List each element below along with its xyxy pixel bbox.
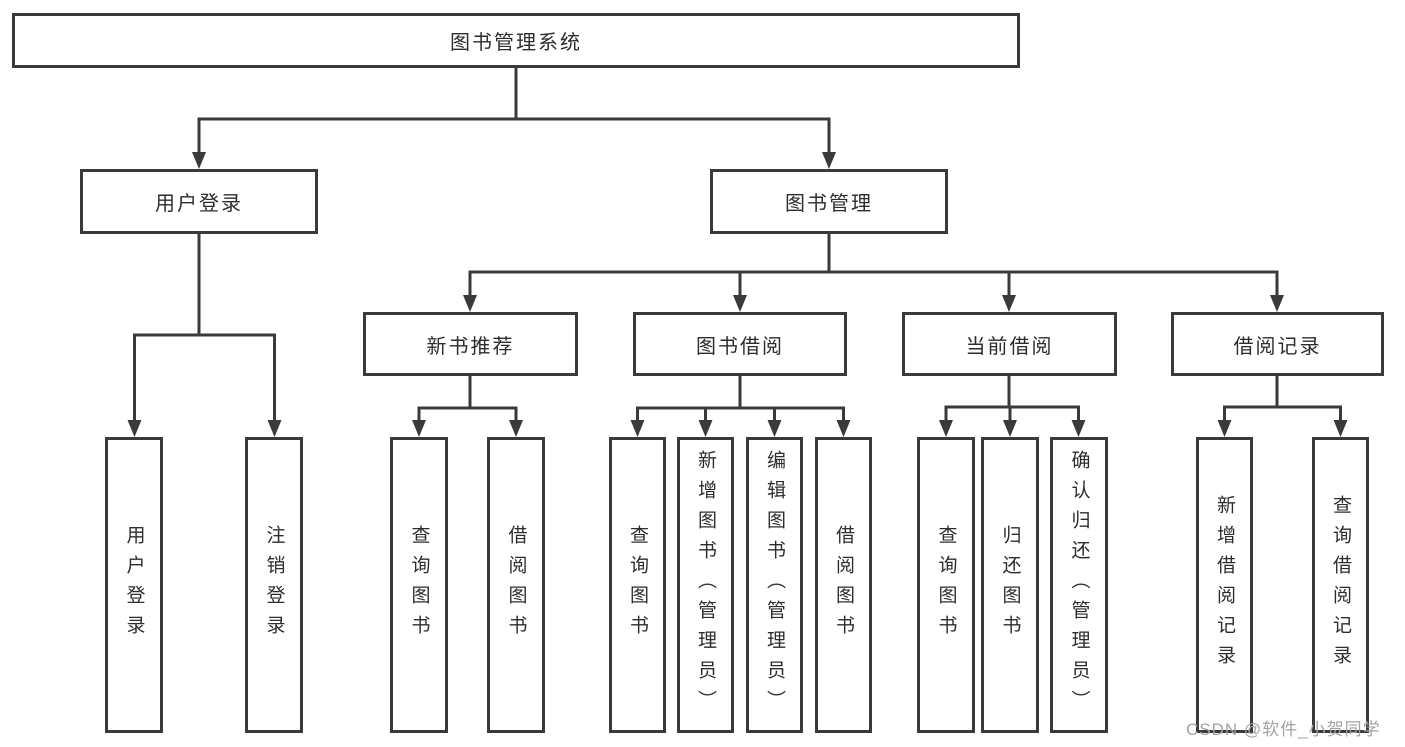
leaf-add-books-admin: 新增图书（管理员） <box>677 437 734 733</box>
arrowhead-icon <box>1333 420 1348 437</box>
leaf-return-books: 归还图书 <box>981 437 1039 733</box>
arrowhead-icon <box>630 420 645 437</box>
arrowhead-icon <box>127 420 142 437</box>
node-label: 借阅图书 <box>833 525 854 645</box>
leaf-borrow-books: 借阅图书 <box>815 437 872 733</box>
node-label: 当前借阅 <box>965 335 1054 358</box>
node-label: 查询图书 <box>408 525 430 645</box>
arrowhead-icon <box>412 420 426 437</box>
arrowhead-icon <box>733 295 747 312</box>
node-current-borrow: 当前借阅 <box>902 312 1117 376</box>
arrowhead-icon <box>1217 420 1232 437</box>
arrowhead-icon <box>1003 420 1017 437</box>
node-label: 确认归还（管理员） <box>1068 450 1090 720</box>
arrowhead-icon <box>192 152 206 169</box>
arrowhead-icon <box>836 420 851 437</box>
arrowhead-group <box>127 152 1348 437</box>
leaf-user-login: 用户登录 <box>105 437 163 733</box>
node-user-login: 用户登录 <box>80 169 318 234</box>
node-label: 用户登录 <box>155 193 243 215</box>
node-label: 新书推荐 <box>426 335 515 358</box>
node-label: 借阅记录 <box>1233 335 1322 358</box>
leaf-borrow-query-books: 查询图书 <box>609 437 666 733</box>
node-borrow-record: 借阅记录 <box>1171 312 1384 376</box>
leaf-logout: 注销登录 <box>245 437 303 733</box>
node-label: 用户登录 <box>123 525 145 645</box>
node-label: 借阅图书 <box>505 525 527 645</box>
node-label: 图书借阅 <box>696 335 784 358</box>
connector-path <box>133 68 1342 424</box>
arrowhead-icon <box>822 152 836 169</box>
node-label: 查询借阅记录 <box>1330 495 1351 675</box>
node-label: 查询图书 <box>627 525 648 645</box>
arrowhead-icon <box>509 420 523 437</box>
node-book-borrow: 图书借阅 <box>633 312 847 376</box>
arrowhead-icon <box>267 420 282 437</box>
arrowhead-icon <box>767 420 782 437</box>
arrowhead-icon <box>1002 295 1016 312</box>
leaf-newbook-query-books: 查询图书 <box>390 437 448 733</box>
node-label: 编辑图书（管理员） <box>764 450 785 720</box>
arrowhead-icon <box>463 295 477 312</box>
node-system-root: 图书管理系统 <box>12 13 1020 68</box>
leaf-query-borrow-record: 查询借阅记录 <box>1312 437 1369 733</box>
csdn-watermark: CSDN @软件_小贺同学 <box>1186 720 1381 739</box>
arrowhead-icon <box>939 420 953 437</box>
node-new-book-recommend: 新书推荐 <box>363 312 578 376</box>
arrowhead-icon <box>698 420 713 437</box>
leaf-confirm-return-admin: 确认归还（管理员） <box>1050 437 1108 733</box>
arrowhead-icon <box>1071 420 1086 437</box>
node-label: 注销登录 <box>263 525 285 645</box>
leaf-edit-books-admin: 编辑图书（管理员） <box>746 437 803 733</box>
arrowhead-icon <box>1270 295 1284 312</box>
node-book-management: 图书管理 <box>710 169 948 234</box>
node-label: 图书管理系统 <box>450 32 582 54</box>
leaf-add-borrow-record: 新增借阅记录 <box>1196 437 1253 733</box>
node-label: 新增借阅记录 <box>1214 495 1235 675</box>
leaf-newbook-borrow-books: 借阅图书 <box>487 437 545 733</box>
node-label: 归还图书 <box>999 525 1021 645</box>
node-label: 图书管理 <box>785 193 873 215</box>
node-label: 新增图书（管理员） <box>695 450 716 720</box>
leaf-current-query-books: 查询图书 <box>917 437 975 733</box>
node-label: 查询图书 <box>935 525 957 645</box>
